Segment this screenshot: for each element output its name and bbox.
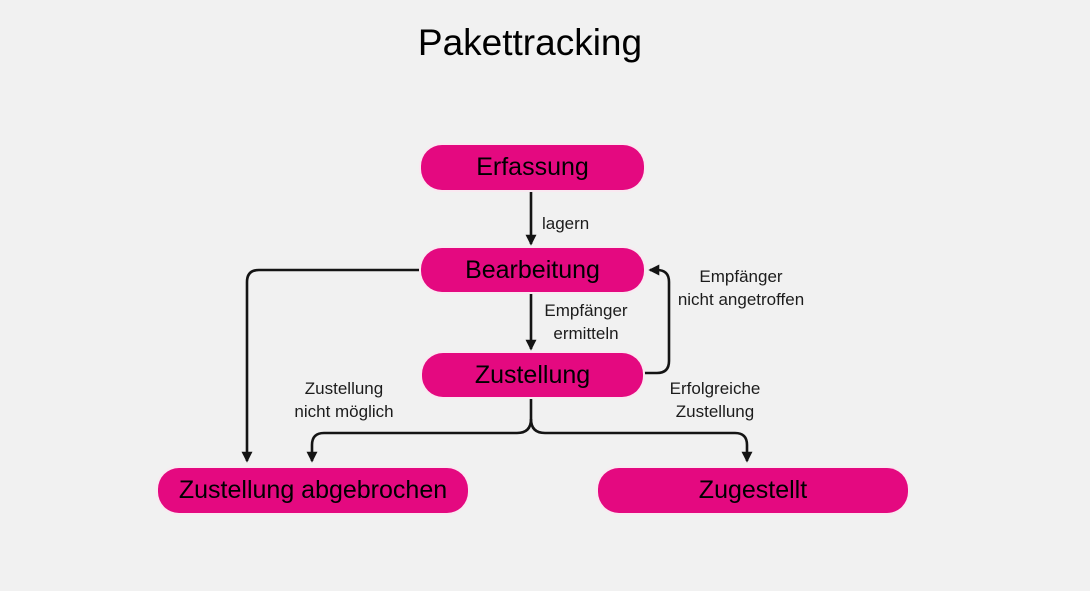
connector-zustellung-bearbeitung-loop (643, 264, 671, 375)
edge-label-empfaenger-ermitteln: Empfänger ermitteln (544, 301, 628, 343)
edge-label-erfolgreiche-zustellung: Erfolgreiche Zustellung (669, 379, 761, 421)
node-bearbeitung: Bearbeitung (421, 248, 644, 292)
node-zugestellt: Zugestellt (598, 468, 908, 513)
connector-zustellung-zugestellt (529, 418, 753, 463)
edge-label-zustellung-nicht-moeglich: Zustellung nicht möglich (294, 379, 394, 421)
connector-bearbeitung-abgebrochen (241, 268, 421, 463)
node-zustellung: Zustellung (422, 353, 643, 397)
edge-label-lagern: lagern (542, 214, 590, 233)
diagram-title: Pakettracking (417, 22, 643, 63)
node-erfassung: Erfassung (421, 145, 644, 190)
edge-label-empfaenger-nicht-angetroffen: Empfänger nicht angetroffen (677, 267, 805, 309)
connector-zustellung-abgebrochen (306, 397, 533, 463)
node-zustellung-abgebrochen: Zustellung abgebrochen (158, 468, 468, 513)
